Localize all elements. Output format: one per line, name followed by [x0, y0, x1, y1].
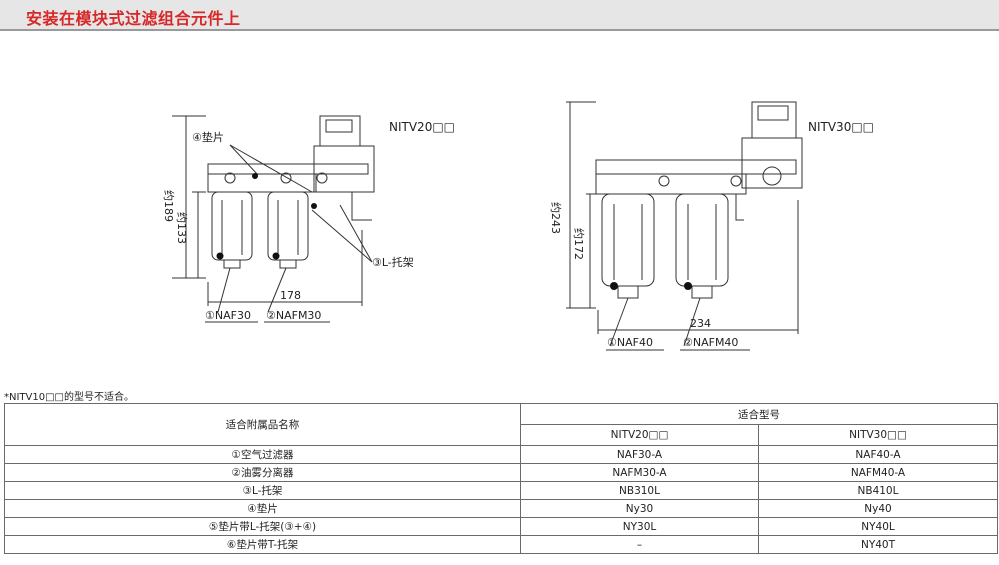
left-filter-bowl: [211, 191, 253, 261]
row-model-b: NB410L: [758, 481, 998, 500]
right-dim-body-height: 约172: [572, 228, 585, 260]
table-row: ①空气过滤器 NAF30-A NAF40-A: [4, 445, 998, 464]
row-name: ②油雾分离器: [4, 463, 521, 482]
right-filter-bowl: [601, 193, 655, 287]
row-name: ①空气过滤器: [4, 445, 521, 464]
row-name: ③L-托架: [4, 481, 521, 500]
right-valve-body: [741, 137, 803, 189]
row-name: ⑥垫片带T-托架: [4, 535, 521, 554]
row-model-a: NAFM30-A: [520, 463, 759, 482]
left-separator-bowl: [267, 191, 309, 261]
accessory-table: 适合附属品名称 适合型号 NITV20□□ NITV30□□ ①空气过滤器 NA…: [4, 403, 998, 554]
right-model-label: NITV30□□: [808, 120, 874, 134]
page-title: 安装在模块式过滤组合元件上: [26, 9, 241, 28]
row-model-a: Ny30: [520, 499, 759, 518]
left-filter-label: ①NAF30: [205, 309, 251, 322]
row-model-b: NAF40-A: [758, 445, 998, 464]
right-dim-total-height: 约243: [549, 202, 562, 234]
table-row: ⑤垫片带L-托架(③+④) NY30L NY40L: [4, 517, 998, 536]
left-valve-body: [313, 145, 375, 193]
left-bracket-label: ③L-托架: [372, 255, 414, 269]
row-model-a: NB310L: [520, 481, 759, 500]
footnote: *NITV10□□的型号不适合。: [4, 392, 134, 403]
right-dim-width: 234: [690, 317, 711, 330]
table-row: ②油雾分离器 NAFM30-A NAFM40-A: [4, 463, 998, 482]
row-model-b: NY40T: [758, 535, 998, 554]
left-dim-width: 178: [280, 289, 301, 302]
left-dim-total-height: 约189: [162, 190, 175, 222]
header-model-b: NITV30□□: [758, 424, 998, 446]
row-model-a: –: [520, 535, 759, 554]
row-name: ④垫片: [4, 499, 521, 518]
row-model-b: NY40L: [758, 517, 998, 536]
row-model-b: NAFM40-A: [758, 463, 998, 482]
row-name: ⑤垫片带L-托架(③+④): [4, 517, 521, 536]
right-modular-bar: [595, 159, 797, 175]
right-separator-bowl: [675, 193, 729, 287]
right-filter-label: ①NAF40: [607, 336, 653, 349]
header-bar: 安装在模块式过滤组合元件上: [0, 0, 999, 31]
left-dim-body-height: 约133: [175, 212, 188, 244]
right-separator-label: ②NAFM40: [683, 336, 738, 349]
table-row: ③L-托架 NB310L NB410L: [4, 481, 998, 500]
left-gasket-label: ④垫片: [192, 130, 224, 144]
header-accessory-name: 适合附属品名称: [4, 403, 521, 446]
left-separator-label: ②NAFM30: [266, 309, 321, 322]
row-model-a: NAF30-A: [520, 445, 759, 464]
left-model-label: NITV20□□: [389, 120, 455, 134]
row-model-b: Ny40: [758, 499, 998, 518]
left-modular-bar: [207, 163, 369, 175]
table-row: ④垫片 Ny30 Ny40: [4, 499, 998, 518]
header-applicable-model: 适合型号: [520, 403, 998, 425]
row-model-a: NY30L: [520, 517, 759, 536]
table-row: ⑥垫片带T-托架 – NY40T: [4, 535, 998, 554]
technical-drawing: NITV20□□ ④垫片 ③L-托架 约189 约133 178 ①NAF30 …: [162, 101, 874, 351]
header-model-a: NITV20□□: [520, 424, 759, 446]
